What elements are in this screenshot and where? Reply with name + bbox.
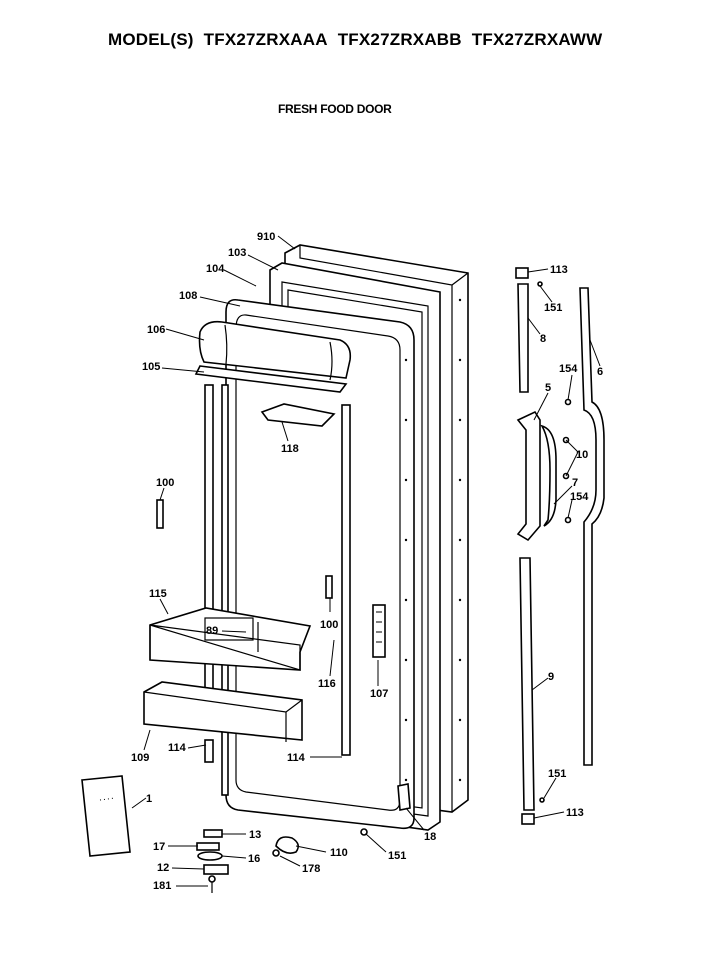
callout-154: 154 xyxy=(570,491,589,503)
callout-116: 116 xyxy=(318,678,336,690)
section-title: FRESH FOOD DOOR xyxy=(278,102,392,116)
long-handle xyxy=(579,287,605,766)
handle-trim-upper xyxy=(515,267,543,393)
callout-118: 118 xyxy=(281,443,299,455)
callout-12: 12 xyxy=(157,862,169,874)
callout-113: 113 xyxy=(550,264,568,276)
breaker-strip-right xyxy=(341,404,351,756)
callout-100: 100 xyxy=(320,619,338,631)
callout-110: 110 xyxy=(330,847,348,859)
callout-181: 181 xyxy=(153,880,171,892)
callout-16: 16 xyxy=(248,853,260,865)
callout-115: 115 xyxy=(149,588,167,600)
cover-panel xyxy=(81,775,131,857)
callout-10: 10 xyxy=(576,449,588,461)
callout-89: 89 xyxy=(206,625,218,637)
model-title: MODEL(S) TFX27ZRXAAA TFX27ZRXABB TFX27ZRXAW… xyxy=(108,30,612,50)
callout-18: 18 xyxy=(424,831,436,843)
callout-151: 151 xyxy=(388,850,406,862)
callout-labels: 910 103 104 108 106 105 118 100 115 89 1… xyxy=(131,231,603,892)
callout-910: 910 xyxy=(257,231,275,243)
door-cam xyxy=(272,828,368,857)
door-shelf xyxy=(143,681,303,742)
callout-107: 107 xyxy=(370,688,388,700)
leader-lines xyxy=(131,235,601,887)
callout-104: 104 xyxy=(206,263,225,275)
callout-106: 106 xyxy=(147,324,165,336)
callout-1: 1 xyxy=(146,793,152,805)
callout-108: 108 xyxy=(179,290,197,302)
callout-178: 178 xyxy=(302,863,320,875)
callout-100: 100 xyxy=(156,477,174,489)
callout-154: 154 xyxy=(559,363,578,375)
callout-5: 5 xyxy=(545,382,551,394)
callout-9: 9 xyxy=(548,671,554,683)
hinge-bracket xyxy=(397,783,411,811)
handle-screws xyxy=(562,398,572,524)
callout-17: 17 xyxy=(153,841,165,853)
small-shelf xyxy=(260,403,336,427)
breaker-strip-left xyxy=(204,384,229,796)
callout-7: 7 xyxy=(572,477,578,489)
callout-13: 13 xyxy=(249,829,261,841)
door-bin xyxy=(149,607,312,671)
dairy-compartment xyxy=(194,320,352,393)
callout-105: 105 xyxy=(142,361,160,373)
vertical-tray xyxy=(372,604,386,658)
callout-151: 151 xyxy=(544,302,562,314)
door-handle xyxy=(516,410,557,542)
callout-109: 109 xyxy=(131,752,149,764)
model-number: TFX27ZRXAWW xyxy=(471,30,603,49)
callout-114: 114 xyxy=(287,752,306,764)
callout-6: 6 xyxy=(597,366,603,378)
callout-114: 114 xyxy=(168,742,187,754)
model-number: TFX27ZRXABB xyxy=(337,30,462,49)
callout-8: 8 xyxy=(540,333,546,345)
model-number: TFX27ZRXAAA xyxy=(203,30,328,49)
callout-113: 113 xyxy=(566,807,584,819)
callout-103: 103 xyxy=(228,247,246,259)
handle-trim-lower xyxy=(519,557,545,825)
model-prefix: MODEL(S) xyxy=(108,30,194,49)
callout-151: 151 xyxy=(548,768,566,780)
hinge-parts xyxy=(196,829,229,893)
